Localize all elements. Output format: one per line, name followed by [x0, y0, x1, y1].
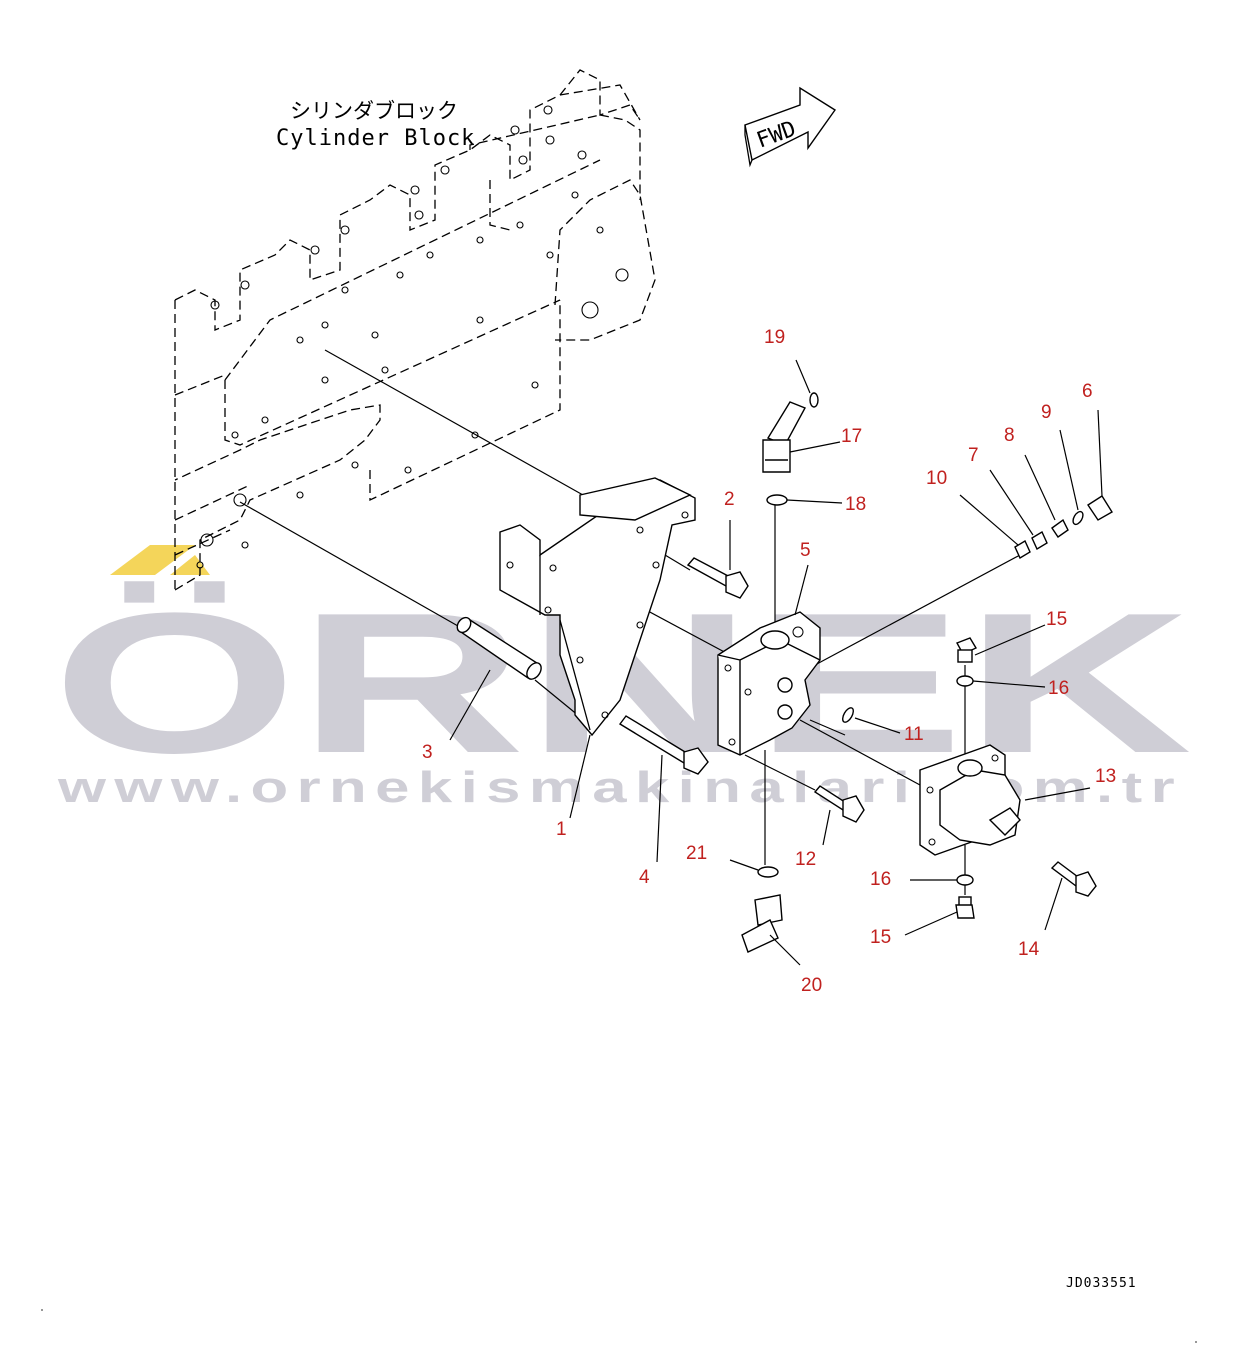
corner-mark: [41, 1309, 43, 1311]
callout-3: 3: [422, 742, 433, 763]
callout-7: 7: [968, 445, 979, 466]
fittings-parts-6-10: [1014, 495, 1113, 560]
callout-16-bottom: 16: [870, 869, 891, 890]
oring-part-11: [842, 707, 854, 723]
watermark-accent: [110, 545, 195, 575]
sleeve-part-3: [456, 616, 542, 680]
callout-20: 20: [801, 975, 822, 996]
callout-17: 17: [841, 426, 862, 447]
callout-10: 10: [926, 468, 947, 489]
washer-part-16-top: [956, 675, 974, 687]
callout-16-top: 16: [1048, 678, 1069, 699]
callout-6: 6: [1082, 381, 1093, 402]
washer-part-16-bottom: [956, 874, 974, 886]
callout-12: 12: [795, 849, 816, 870]
cylinder-block-title-en: Cylinder Block: [276, 126, 475, 151]
oring-part-21: [757, 866, 779, 878]
elbow-part-17: [762, 401, 806, 473]
bolt-part-14: [1050, 861, 1097, 897]
callout-18: 18: [845, 494, 866, 515]
bolt-part-4: [618, 715, 709, 775]
callout-labels: 1 2 3 4 5 6 7 8 9 10 11 12 13 14 15 16 1…: [422, 327, 1116, 996]
oring-part-18: [766, 494, 788, 506]
bolt-part-12: [813, 785, 865, 823]
plug-part-15-top: [956, 637, 978, 663]
callout-14: 14: [1018, 939, 1040, 960]
callout-9: 9: [1041, 402, 1052, 423]
callout-2: 2: [724, 489, 735, 510]
callout-15-bottom: 15: [870, 927, 891, 948]
oring-part-19: [809, 392, 819, 408]
corner-mark: [1195, 1341, 1197, 1343]
callout-19: 19: [764, 327, 785, 348]
callout-15-top: 15: [1046, 609, 1067, 630]
callout-8: 8: [1004, 425, 1015, 446]
drawing-number: JD033551: [1066, 1276, 1137, 1291]
plug-part-15-bottom: [955, 896, 975, 919]
callout-leaders: [449, 359, 1103, 966]
bracket-part-1: [499, 477, 696, 737]
cylinder-block: [174, 69, 656, 591]
callout-21: 21: [686, 843, 707, 864]
callout-11: 11: [904, 724, 924, 745]
pump-part-13: [919, 744, 1021, 856]
callout-13: 13: [1095, 766, 1116, 787]
fwd-arrow: FWD: [744, 86, 836, 168]
callout-4: 4: [639, 867, 650, 888]
housing-part-5: [717, 611, 821, 756]
callout-1: 1: [556, 819, 567, 840]
cylinder-block-title-jp: シリンダブロック: [290, 99, 458, 123]
elbow-part-20: [741, 894, 783, 953]
bolt-part-2: [686, 557, 749, 599]
callout-5: 5: [800, 540, 811, 561]
